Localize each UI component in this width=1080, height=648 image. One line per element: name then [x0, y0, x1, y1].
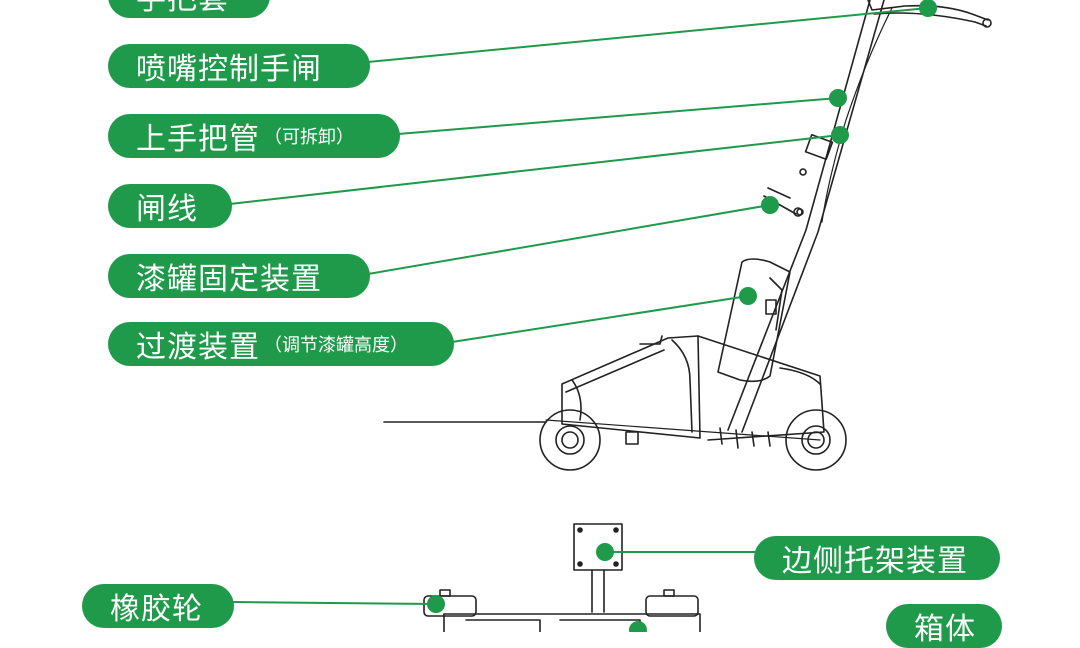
machine-drawing: [229, 0, 992, 632]
pointer-dot-rubber-wheel: [427, 595, 445, 613]
label-rubber-wheel: 橡胶轮: [82, 584, 234, 628]
label-side-bracket: 边侧托架装置: [754, 536, 1000, 580]
label-nozzle-brake-text: 喷嘴控制手闸: [136, 52, 322, 87]
label-side-bracket-text: 边侧托架装置: [782, 544, 968, 579]
label-upper-handle: 上手把管 （可拆卸）: [108, 114, 400, 158]
pointer-dot-brake: [829, 89, 847, 107]
label-box-body: 箱体: [886, 604, 1002, 648]
pointer-dot-side-bracket: [596, 543, 614, 561]
label-transition-note: （调节漆罐高度）: [264, 335, 408, 356]
pointer-dot-upper-handle: [831, 126, 849, 144]
box-body-outline: [443, 613, 701, 632]
front-wheel: [539, 409, 601, 471]
label-transition: 过渡装置 （调节漆罐高度）: [108, 322, 454, 366]
label-tank-mount: 漆罐固定装置: [108, 254, 370, 298]
brake-cable: [821, 7, 893, 223]
label-nozzle-brake: 喷嘴控制手闸: [108, 44, 370, 88]
cart-body: [561, 335, 701, 439]
rear-wheel: [785, 409, 847, 471]
pointer-dot-cable: [761, 196, 779, 214]
label-grip-cover: 手把套: [108, 0, 270, 18]
label-box-body-text: 箱体: [914, 612, 976, 647]
right-wheel-top: [645, 595, 699, 617]
label-transition-text: 过渡装置: [136, 330, 260, 365]
label-upper-handle-note: （可拆卸）: [264, 127, 354, 148]
label-rubber-wheel-text: 橡胶轮: [110, 592, 203, 627]
label-tank-mount-text: 漆罐固定装置: [136, 262, 322, 297]
diagram-canvas: 手把套 喷嘴控制手闸 上手把管 （可拆卸） 闸线 漆罐固定装置 过渡装置 （调节…: [82, 0, 1002, 648]
label-upper-handle-text: 上手把管: [136, 122, 260, 157]
handle-tube: [727, 0, 871, 431]
handle-grip: [867, 0, 989, 21]
label-grip-cover-text: 手把套: [136, 0, 229, 18]
pointer-dot-grip: [919, 0, 937, 17]
side-bracket-plate: [573, 523, 623, 571]
pointer-dot-tank-mount: [739, 287, 757, 305]
label-brake-cable-text: 闸线: [136, 192, 198, 227]
paint-tank: [717, 258, 791, 383]
pointer-dot-box-body: [629, 621, 647, 632]
label-brake-cable: 闸线: [108, 184, 232, 228]
